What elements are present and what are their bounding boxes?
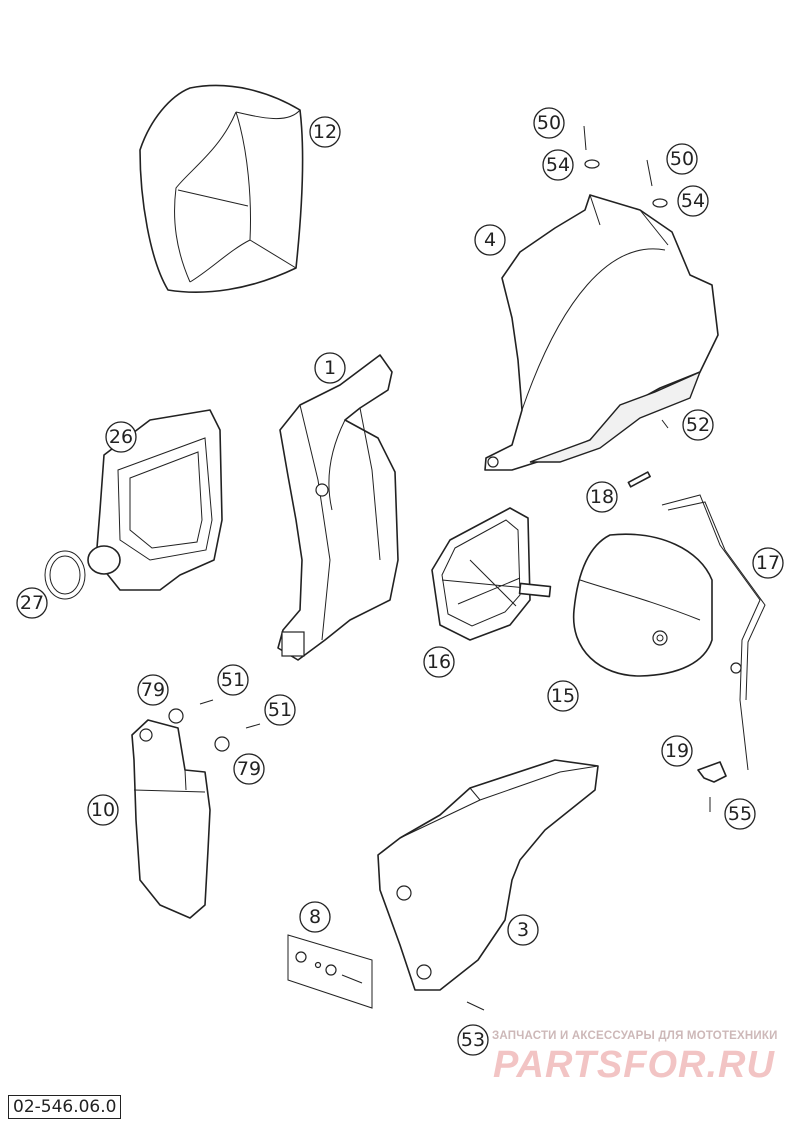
svg-text:26: 26	[109, 426, 133, 448]
callout-79-lower: 79	[233, 753, 265, 785]
part-4-airbox-cover	[484, 194, 719, 471]
callout-10: 10	[87, 794, 119, 826]
callout-17: 17	[752, 547, 784, 579]
callout-53: 53	[457, 1024, 489, 1056]
callout-19: 19	[661, 735, 693, 767]
svg-text:18: 18	[590, 486, 614, 508]
svg-text:8: 8	[309, 906, 321, 928]
callout-12: 12	[309, 116, 341, 148]
svg-text:52: 52	[686, 414, 710, 436]
callout-54-right: 54	[677, 185, 709, 217]
svg-text:79: 79	[141, 679, 165, 701]
svg-text:79: 79	[237, 758, 261, 780]
part-26-intake-boot	[87, 409, 223, 591]
svg-text:54: 54	[681, 190, 705, 212]
callout-8: 8	[299, 901, 331, 933]
callout-15: 15	[547, 680, 579, 712]
callout-79-upper: 79	[137, 674, 169, 706]
part-16-filter-cage	[431, 507, 552, 641]
svg-text:3: 3	[517, 919, 529, 941]
callout-27: 27	[16, 587, 48, 619]
svg-text:50: 50	[537, 112, 561, 134]
callout-52: 52	[682, 409, 714, 441]
svg-text:10: 10	[91, 799, 115, 821]
callout-50-top: 50	[533, 107, 565, 139]
watermark-tagline: ЗАПЧАСТИ И АКСЕССУАРЫ ДЛЯ МОТОТЕХНИКИ	[492, 1030, 778, 1042]
svg-text:53: 53	[461, 1029, 485, 1051]
callout-16: 16	[423, 646, 455, 678]
part-10-side-panel	[131, 719, 211, 919]
svg-text:15: 15	[551, 685, 575, 707]
part-8-bolt-set	[287, 934, 373, 1009]
svg-text:19: 19	[665, 740, 689, 762]
svg-text:16: 16	[427, 651, 451, 673]
watermark-logo: PARTSFOR.RU	[493, 1044, 775, 1086]
callout-3: 3	[507, 914, 539, 946]
part-12-air-filter	[139, 84, 304, 293]
part-17-bracket	[661, 494, 766, 771]
svg-text:12: 12	[313, 121, 337, 143]
callout-55: 55	[724, 798, 756, 830]
svg-text:51: 51	[221, 669, 245, 691]
part-27-clamp	[44, 550, 86, 600]
callout-51-lower: 51	[264, 694, 296, 726]
callout-4: 4	[474, 224, 506, 256]
callout-51-upper: 51	[217, 664, 249, 696]
part-18-pin	[627, 471, 651, 488]
callout-1: 1	[314, 352, 346, 384]
callout-54-top: 54	[542, 149, 574, 181]
part-15-filter-housing	[572, 533, 713, 677]
callout-50-right: 50	[666, 143, 698, 175]
drawing-code: 02-546.06.0	[8, 1095, 122, 1119]
svg-text:50: 50	[670, 148, 694, 170]
part-19-clip	[697, 761, 727, 783]
part-3-side-cover	[377, 759, 599, 991]
part-1-airbox-frame	[277, 354, 399, 661]
svg-text:51: 51	[268, 699, 292, 721]
svg-text:17: 17	[756, 552, 780, 574]
svg-text:27: 27	[20, 592, 44, 614]
fasteners	[168, 125, 711, 1011]
callout-18: 18	[586, 481, 618, 513]
svg-text:54: 54	[546, 154, 570, 176]
svg-text:4: 4	[484, 229, 496, 251]
svg-text:55: 55	[728, 803, 752, 825]
svg-text:1: 1	[324, 357, 336, 379]
callout-26: 26	[105, 421, 137, 453]
